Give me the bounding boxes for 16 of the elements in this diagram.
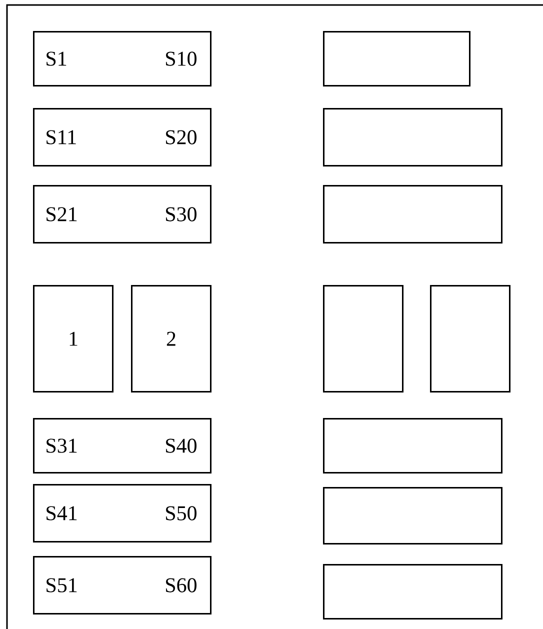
empty-box — [430, 285, 510, 392]
empty-box — [323, 487, 502, 544]
labeled-box: S21 S30 — [33, 185, 212, 244]
empty-box — [323, 108, 502, 166]
labeled-box: S31 S40 — [33, 418, 212, 474]
labeled-box: 1 — [33, 285, 114, 392]
labeled-box: S11 S20 — [33, 108, 212, 166]
labeled-box: S41 S50 — [33, 484, 212, 542]
labeled-box: 2 — [131, 285, 212, 392]
empty-box — [323, 564, 502, 620]
empty-box — [323, 31, 470, 86]
empty-box — [323, 285, 404, 392]
labeled-box: S1 S10 — [33, 31, 212, 86]
labeled-box: S51 S60 — [33, 556, 212, 614]
empty-box — [323, 185, 502, 244]
empty-box — [323, 418, 502, 474]
